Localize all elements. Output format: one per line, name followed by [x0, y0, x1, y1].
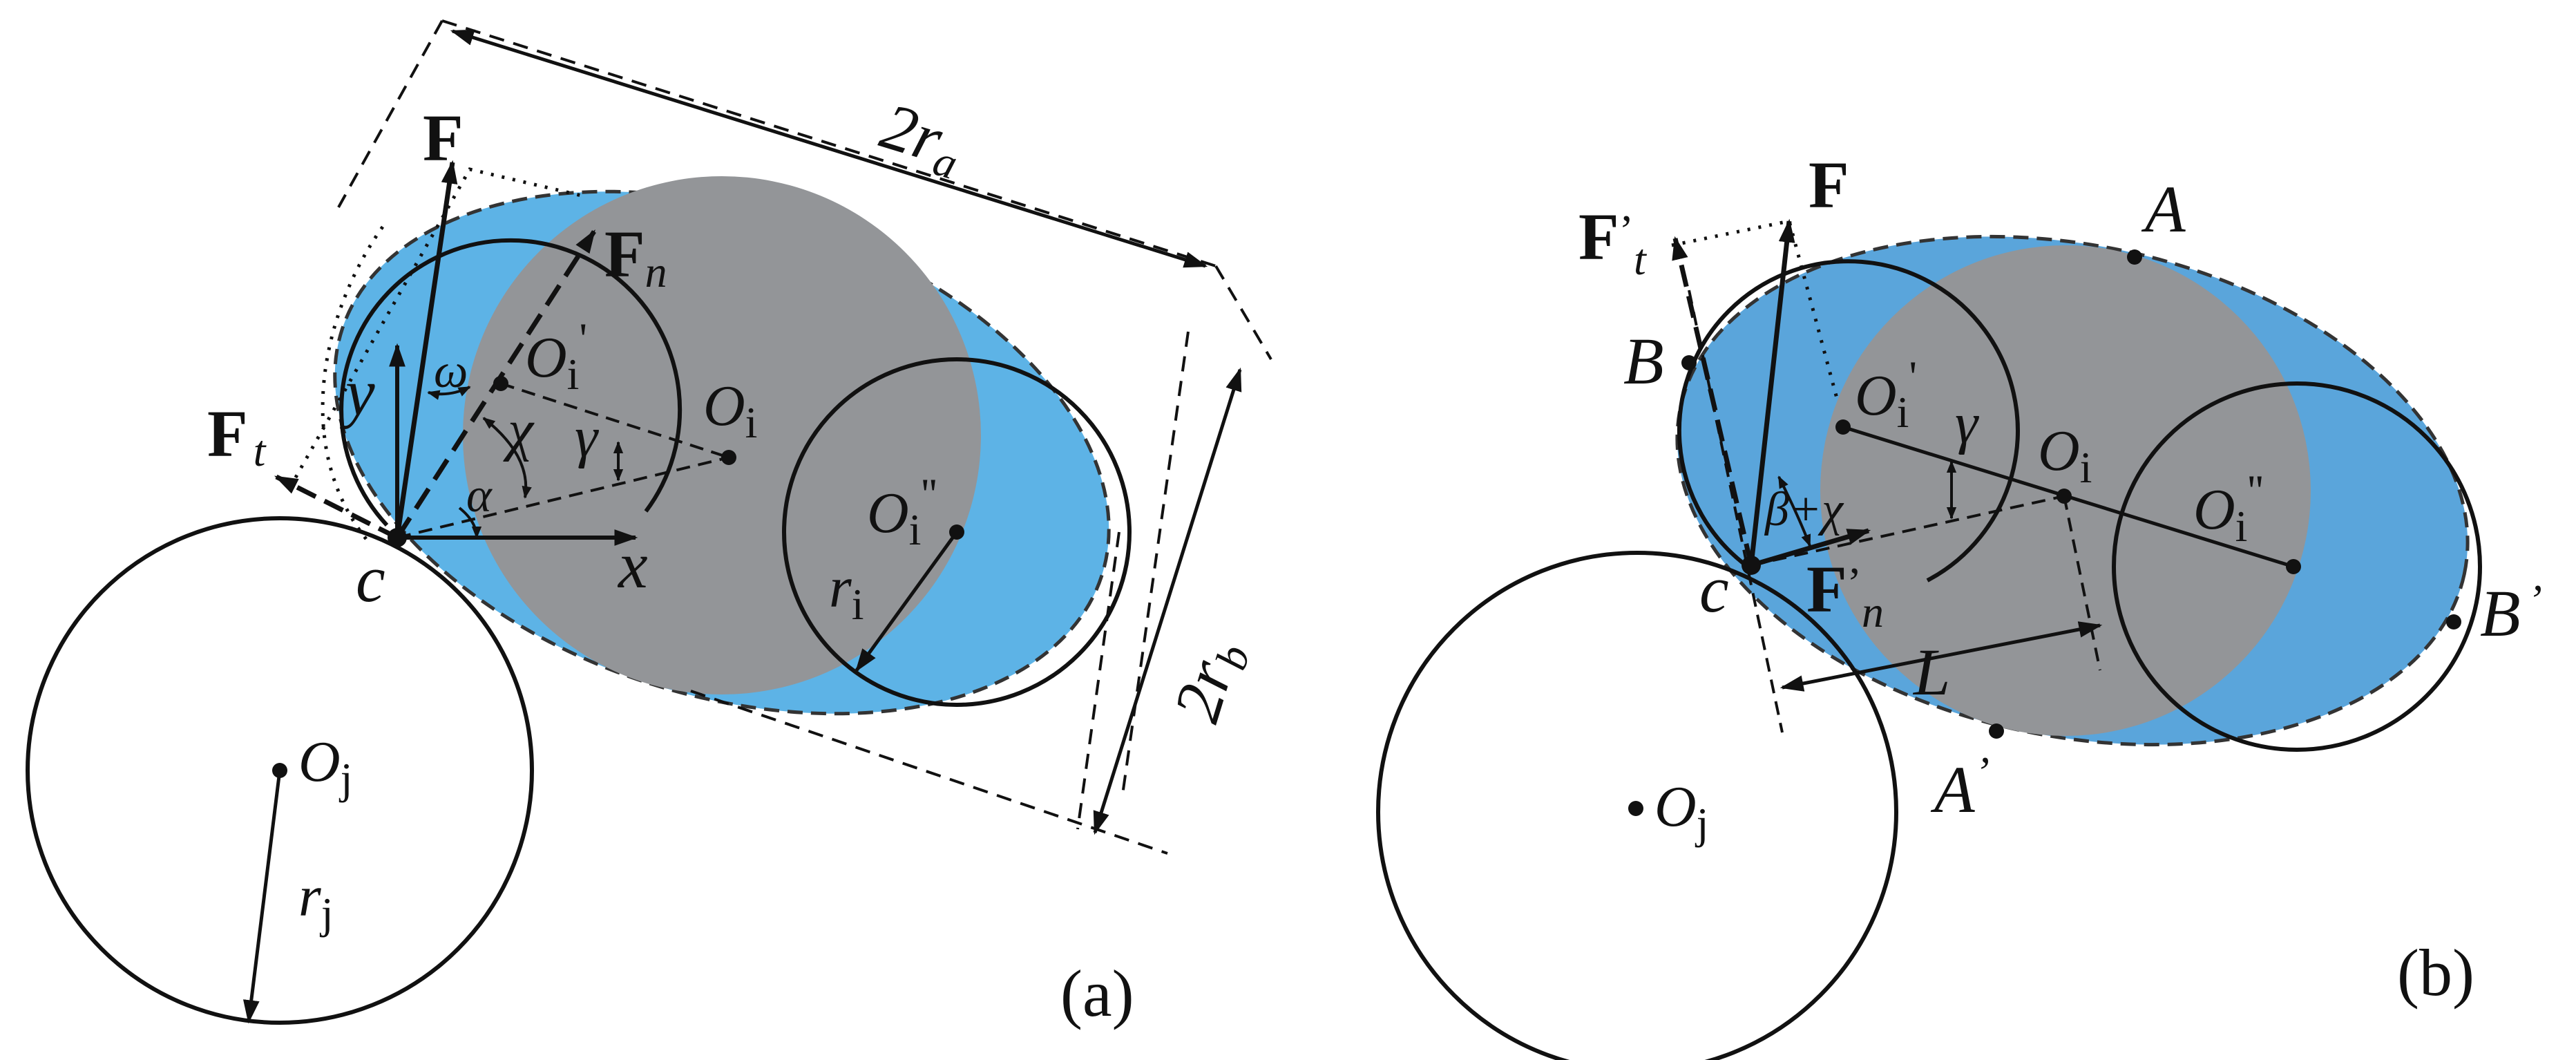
perp-line-b: [2063, 495, 2101, 671]
arrow-rj: [242, 770, 282, 1024]
arrow-L: [1780, 621, 2103, 692]
point-A-prime: [1989, 723, 2004, 739]
label-ri: ri: [829, 556, 864, 629]
label-alpha-a: α: [466, 469, 493, 522]
label-A-prime: A’: [1930, 748, 1990, 826]
label-Fn-a: Fn: [604, 217, 667, 296]
label-2ra: 2ra: [871, 88, 972, 189]
force-F-b: [1748, 218, 1795, 566]
label-c-b: c: [1699, 552, 1729, 626]
angle-omega-a: [427, 386, 471, 400]
label-oi-a: Oi: [703, 374, 757, 447]
label-F-b: F: [1809, 148, 1849, 222]
label-Ft-b: F’t: [1578, 200, 1648, 284]
label-gamma-a: γ: [575, 405, 599, 469]
angle-chi-a: [482, 417, 532, 499]
point-oi-dprime-b: [2286, 559, 2301, 574]
point-B-prime: [2446, 614, 2461, 630]
label-oi-dprime-a: Oi'': [867, 469, 937, 554]
label-gamma-b: γ: [1955, 391, 1979, 455]
label-F-a: F: [423, 101, 464, 175]
point-oi-prime-b: [1835, 419, 1851, 435]
label-oj-b: Oj: [1654, 775, 1708, 848]
label-rj: rj: [298, 864, 333, 938]
circle-oj-a: [26, 516, 534, 1025]
point-oi-dprime-a: [949, 524, 964, 540]
gray-disc-a: [463, 176, 981, 694]
force-Fn-b: [1750, 528, 1871, 568]
circle-oi-prime-b: [1677, 259, 2020, 583]
circle-oi-dprime-b: [2112, 381, 2482, 752]
point-oj-a: [272, 763, 287, 778]
arrow-2ra: [450, 29, 1208, 268]
line-oiprime-oi-a: [500, 382, 729, 459]
label-B: B: [1623, 324, 1664, 398]
arrow-2rb: [1093, 367, 1242, 835]
point-oj-b: [1628, 801, 1643, 816]
angle-beta-chi-b: [1777, 475, 1811, 547]
label-L: L: [1912, 635, 1950, 709]
dotted-outline-a: [288, 167, 588, 489]
label-2rb: 2rb: [1159, 631, 1259, 732]
label-B-prime: B’: [2480, 576, 2542, 650]
label-oi-dprime-b: Oi'': [2193, 466, 2264, 551]
line-c-oi-b: [1750, 495, 2065, 567]
point-oi-a: [721, 450, 736, 465]
label-A: A: [2141, 172, 2186, 246]
dotted-outline-b: [1671, 219, 1840, 401]
label-Fn-b: F’n: [1806, 552, 1884, 636]
label-oi-b: Oi: [2038, 419, 2092, 492]
label-oi-prime-b: Oi': [1855, 352, 1917, 437]
point-oi-b: [2057, 489, 2072, 504]
point-B: [1681, 355, 1697, 370]
label-chi-a: χ: [503, 398, 535, 462]
point-c-a: [388, 528, 407, 547]
label-y-a: y: [339, 355, 375, 429]
circle-oj-b: [1376, 551, 1898, 1060]
force-F-a: [394, 160, 458, 538]
caption-b: (b): [2397, 936, 2474, 1010]
arrow-ri: [855, 531, 959, 672]
point-oi-prime-a: [493, 376, 508, 391]
angle-alpha-a: [458, 507, 482, 539]
label-c-a: c: [356, 542, 385, 616]
label-oi-prime-a: Oi': [525, 314, 587, 399]
tangent-line-b: [1688, 290, 1784, 733]
line-c-oi-a: [397, 456, 729, 539]
label-oj-a: Oj: [298, 730, 352, 803]
panel-b: F F’t F’n A A’ B B’ Oi' Oi Oi'' γ β+χ c …: [1376, 148, 2542, 1060]
label-beta-chi-b: β+χ: [1764, 483, 1844, 536]
force-Ft-a: [274, 474, 399, 540]
point-c-b: [1742, 556, 1761, 575]
point-A: [2127, 249, 2142, 265]
label-x-a: x: [617, 528, 648, 602]
label-omega-a: ω: [434, 345, 468, 398]
caption-a: (a): [1060, 956, 1134, 1030]
